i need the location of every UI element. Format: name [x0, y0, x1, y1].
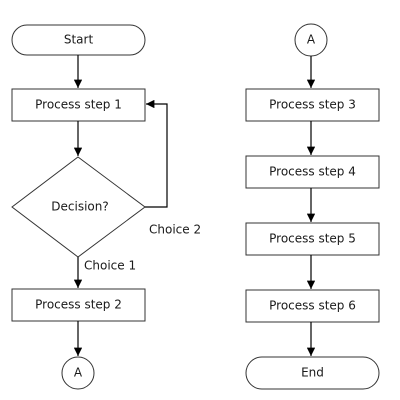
process-step-3-label: Process step 3 — [269, 98, 356, 112]
process-step-5-box: Process step 5 — [245, 222, 380, 256]
end-label: End — [301, 366, 324, 380]
decision-diamond: Decision? — [11, 156, 146, 258]
choice-2-label: Choice 2 — [149, 223, 201, 237]
process-step-4-label: Process step 4 — [269, 165, 356, 179]
process-step-3-box: Process step 3 — [245, 88, 380, 122]
start-label: Start — [64, 33, 94, 47]
process-step-4-box: Process step 4 — [245, 155, 380, 189]
end-terminal: End — [245, 356, 380, 390]
process-step-1-box: Process step 1 — [11, 88, 146, 122]
connector-a-bottom: A — [61, 356, 95, 390]
process-step-2-box: Process step 2 — [11, 288, 146, 322]
process-step-1-label: Process step 1 — [35, 98, 122, 112]
process-step-6-box: Process step 6 — [245, 289, 380, 323]
process-step-6-label: Process step 6 — [269, 299, 356, 313]
connector-a-top: A — [294, 23, 328, 57]
connector-a-bottom-label: A — [74, 366, 83, 380]
start-terminal: Start — [11, 24, 146, 56]
arrow-choice2-loop-to-step1 — [145, 99, 168, 208]
process-step-2-label: Process step 2 — [35, 298, 122, 312]
process-step-5-label: Process step 5 — [269, 232, 356, 246]
connector-a-top-label: A — [307, 33, 316, 47]
decision-label: Decision? — [51, 200, 108, 214]
choice-1-label: Choice 1 — [84, 259, 136, 273]
